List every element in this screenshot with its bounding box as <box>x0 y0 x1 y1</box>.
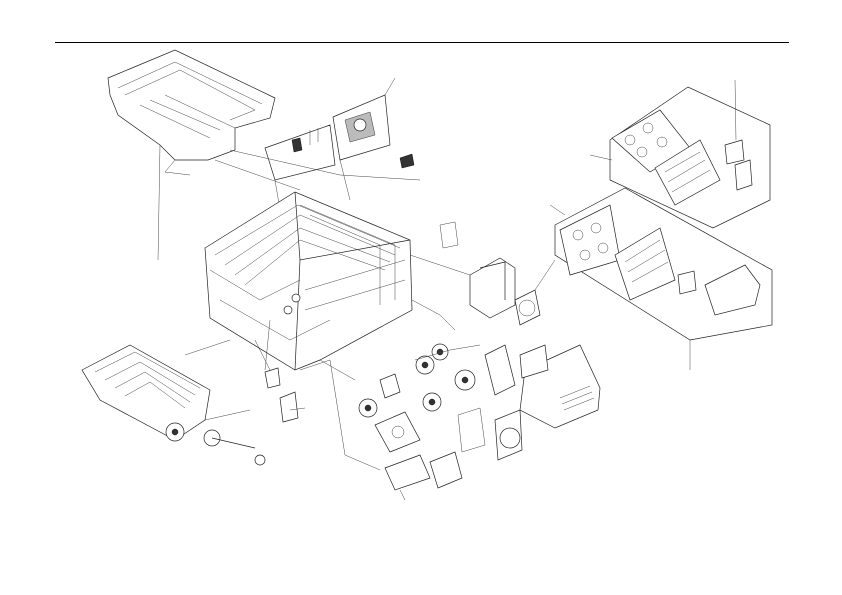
header-rule <box>55 42 789 43</box>
bracket-parts-group <box>264 77 415 181</box>
small-parts-lower <box>264 367 463 501</box>
controller-board-group-lower <box>549 187 773 370</box>
side-frame-hv-unit <box>457 344 601 461</box>
controller-board-group-upper <box>589 79 771 229</box>
motor-fan-assembly <box>409 221 556 326</box>
drive-gear-assembly <box>358 343 516 453</box>
top-cover-assembly <box>107 49 276 261</box>
leader-lines-general <box>184 299 456 471</box>
leader-lines-top <box>214 149 421 211</box>
main-frame-chassis <box>204 191 413 371</box>
transfer-unit-assembly <box>81 344 266 466</box>
